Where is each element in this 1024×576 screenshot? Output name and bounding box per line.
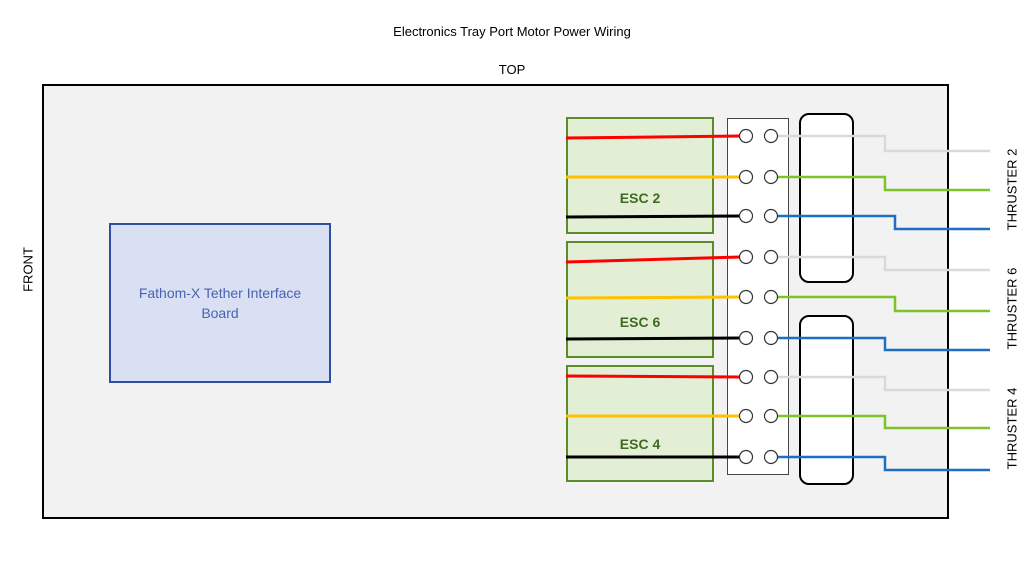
esc-4-module [566,365,714,482]
thruster-4-label: THRUSTER 4 [1004,387,1020,470]
terminal-pin-out [763,408,779,424]
thruster-2-label: THRUSTER 2 [1004,148,1020,231]
terminal-pin-out [763,449,779,465]
terminal-pin-in [738,128,754,144]
terminal-pin-out [763,330,779,346]
terminal-pin-out [763,249,779,265]
terminal-pin-in [738,169,754,185]
upper-connector [799,113,854,283]
terminal-pin-out [763,208,779,224]
terminal-pin-in [738,449,754,465]
terminal-pin-in [738,249,754,265]
tether-interface-board-label: Fathom-X Tether Interface Board [138,285,302,321]
esc-6-black-wire [565,336,741,341]
esc-6-yellow-wire [565,295,741,300]
terminal-pin-in [738,289,754,305]
thruster-6-green-wire [775,295,990,313]
thruster-4-gray-wire [775,375,990,392]
diagram-title: Electronics Tray Port Motor Power Wiring [393,24,631,39]
terminal-pin-in [738,330,754,346]
thruster-4-green-wire [775,414,990,430]
thruster-6-gray-wire [775,255,990,272]
esc-6-red-wire [565,255,741,264]
esc-2-black-wire [565,214,741,219]
esc-4-red-wire [565,374,741,379]
thruster-2-blue-wire [775,214,990,231]
terminal-pin-out [763,289,779,305]
esc-2-label: ESC 2 [619,190,661,206]
esc-2-red-wire [565,134,741,140]
esc-6-label: ESC 6 [619,314,661,330]
top-orientation-label: TOP [498,62,526,77]
esc-4-label: ESC 4 [619,436,661,452]
thruster-2-gray-wire [775,134,990,153]
terminal-pin-out [763,369,779,385]
thruster-4-blue-wire [775,455,990,472]
tether-interface-board: Fathom-X Tether Interface Board [109,223,331,383]
terminal-pin-in [738,208,754,224]
thruster-6-label: THRUSTER 6 [1004,267,1020,350]
thruster-6-blue-wire [775,336,990,352]
terminal-pin-out [763,169,779,185]
terminal-pin-out [763,128,779,144]
thruster-2-green-wire [775,175,990,192]
terminal-pin-in [738,408,754,424]
terminal-pin-in [738,369,754,385]
